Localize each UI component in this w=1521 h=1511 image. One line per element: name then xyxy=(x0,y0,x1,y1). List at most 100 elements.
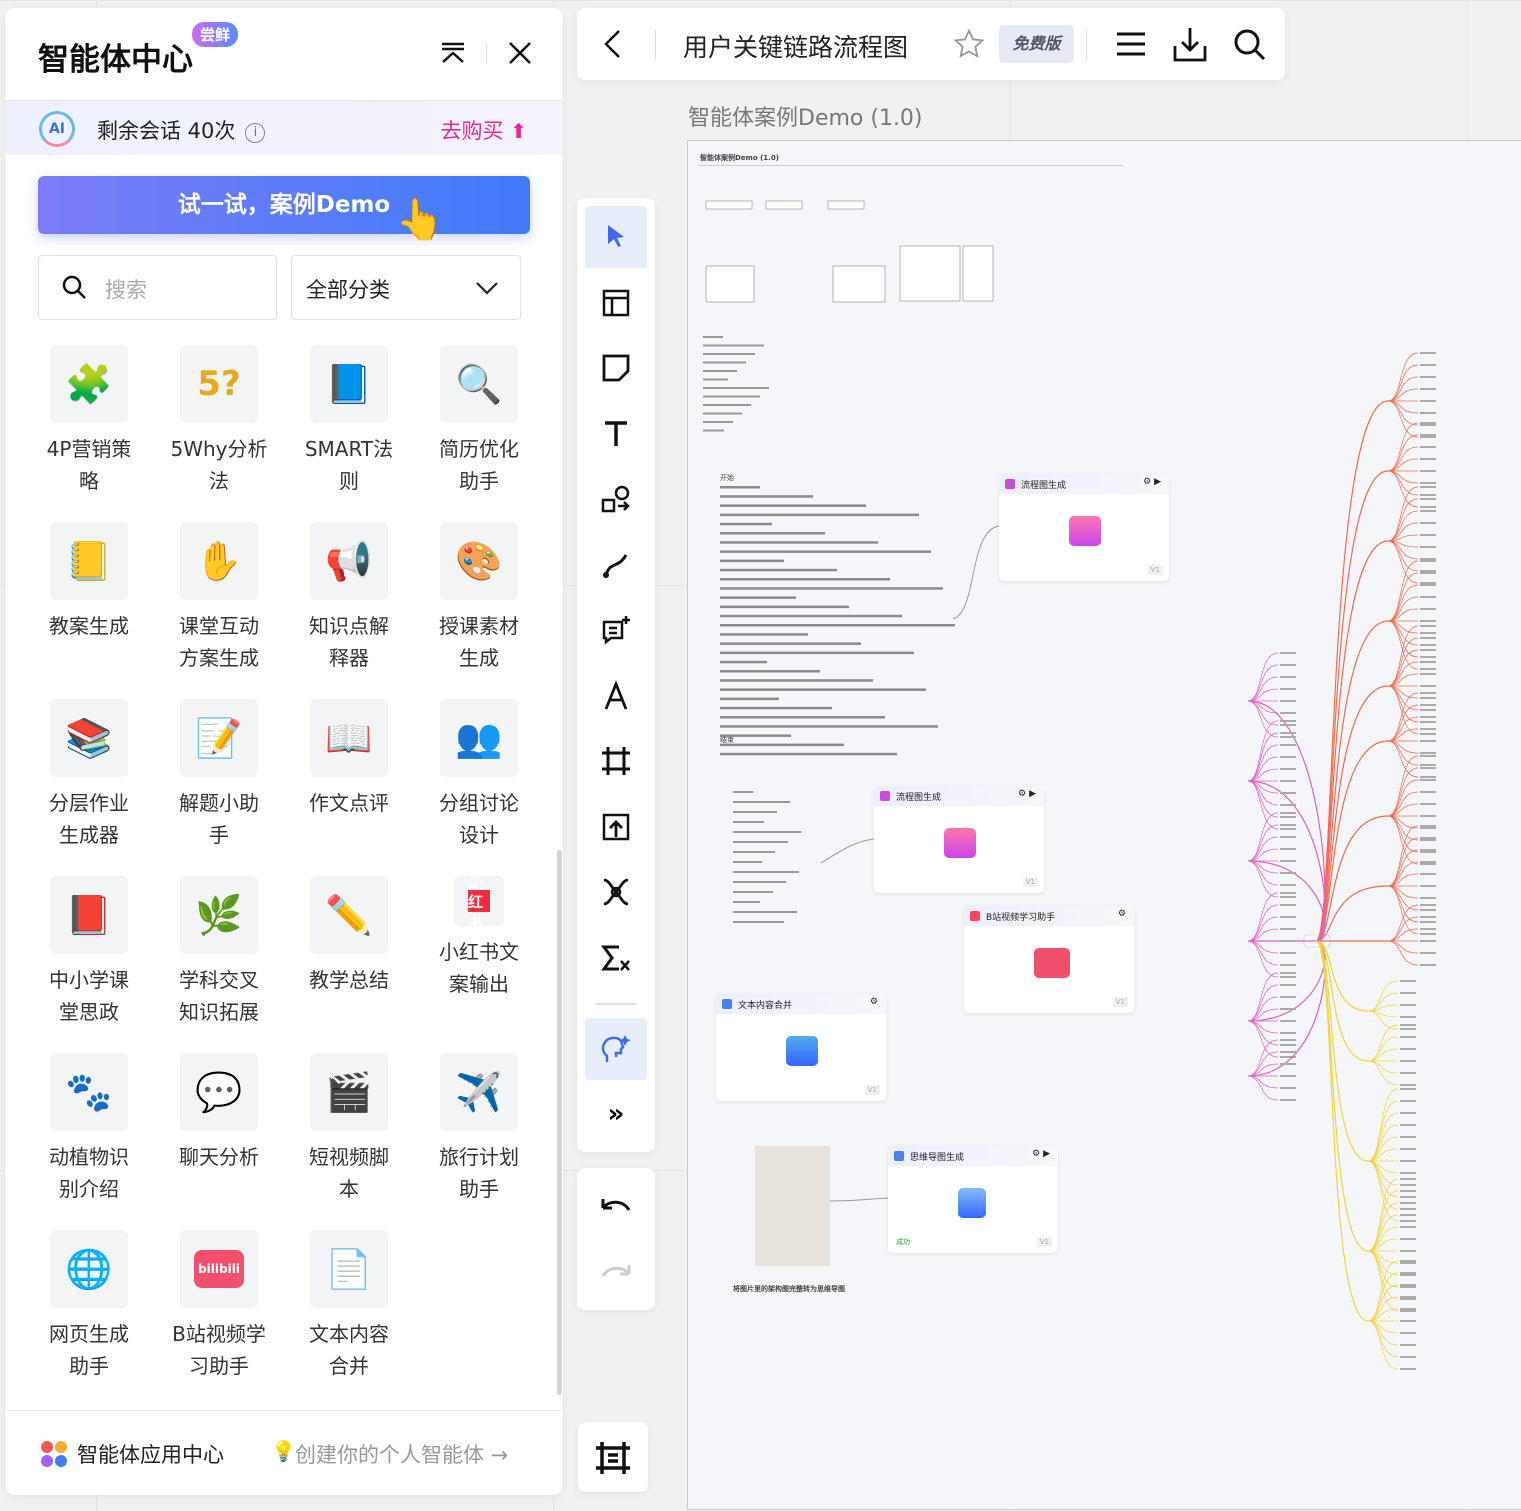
mindmap-branch-leaf xyxy=(1247,940,1279,978)
search-icon[interactable] xyxy=(1233,28,1267,62)
category-select[interactable]: 全部分类 xyxy=(291,255,521,320)
text-line xyxy=(703,387,769,389)
mindmap-branch-leaf xyxy=(1247,664,1279,702)
node-flowchart-1[interactable]: 流程图生成⚙ ▶V1 xyxy=(999,474,1169,581)
agent-item[interactable]: 📕 中小学课 堂思政 xyxy=(24,876,154,1053)
agent-icon: 小红书 xyxy=(454,872,504,932)
leaf-text xyxy=(1420,584,1436,586)
star-icon[interactable] xyxy=(953,28,985,60)
leaf-text xyxy=(1400,1272,1416,1274)
leaf-text xyxy=(1420,498,1436,500)
mindmap-branch-leaf xyxy=(1367,1160,1399,1222)
text-line xyxy=(720,743,844,747)
leaf-text xyxy=(1420,649,1436,651)
formula-tool[interactable] xyxy=(585,927,647,989)
search-input[interactable]: 搜索 xyxy=(38,255,277,320)
agent-item[interactable]: 📝解题小助 手 xyxy=(154,699,284,876)
connector xyxy=(952,525,1000,620)
agent-item[interactable]: ✈️旅行计划 助手 xyxy=(414,1053,544,1230)
mindmap-branch-leaf xyxy=(1387,904,1419,942)
comment-add-tool[interactable] xyxy=(585,599,647,661)
agent-item[interactable]: 📄文本内容 合并 xyxy=(284,1230,414,1407)
undo-icon[interactable] xyxy=(599,1194,633,1222)
agent-item[interactable]: 📢知识点解 释器 xyxy=(284,522,414,699)
redo-icon[interactable] xyxy=(599,1260,633,1288)
node-text-merge[interactable]: 文本内容合并⚙V1 xyxy=(716,994,886,1101)
agent-item[interactable]: 🌿学科交叉 知识拓展 xyxy=(154,876,284,1053)
agent-item[interactable]: 🌐网页生成 助手 xyxy=(24,1230,154,1407)
ai-agent-tool[interactable] xyxy=(585,1018,647,1080)
agent-item[interactable]: 📚分层作业 生成器 xyxy=(24,699,154,876)
text-line xyxy=(720,587,943,590)
agent-item[interactable]: 📘SMART法 则 xyxy=(284,345,414,522)
node-flowchart-2[interactable]: 流程图生成⚙ ▶V1 xyxy=(874,786,1044,893)
text-line xyxy=(703,353,755,355)
select-icon xyxy=(608,225,624,247)
sticky-note-tool[interactable] xyxy=(585,337,647,399)
menu-icon[interactable] xyxy=(1115,28,1147,60)
mindmap-tool[interactable] xyxy=(585,861,647,923)
agent-icon: 📕 xyxy=(50,876,128,954)
pen-tool[interactable] xyxy=(585,665,647,727)
try-demo-button[interactable]: 试一试，案例Demo xyxy=(38,176,530,234)
scrollbar[interactable] xyxy=(557,850,562,1395)
expand-toolbar-button[interactable]: » xyxy=(585,1083,647,1145)
agent-item[interactable]: 🎬短视频脚 本 xyxy=(284,1053,414,1230)
crop-frame-tool[interactable] xyxy=(585,730,647,792)
leaf-text xyxy=(1420,482,1436,484)
agent-item[interactable]: 📒教案生成 xyxy=(24,522,154,699)
agent-item[interactable]: 🔍简历优化 助手 xyxy=(414,345,544,522)
back-icon[interactable] xyxy=(601,28,625,60)
agent-item[interactable]: 小红书小红书文 案输出 xyxy=(414,872,544,1053)
text-line xyxy=(720,495,813,498)
plan-badge[interactable]: 免费版 xyxy=(999,25,1074,63)
canvas-board[interactable]: 智能体案例Demo (1.0) 开始 结束 将图片里的架构图完整转为思维导图 流… xyxy=(687,140,1521,1510)
buy-link[interactable]: 去购买 ⬆ xyxy=(440,119,527,143)
agent-label: 旅行计划 助手 xyxy=(439,1145,519,1201)
document-title[interactable]: 用户关键链路流程图 xyxy=(683,33,909,62)
agent-item[interactable]: 5?5Why分析 法 xyxy=(154,345,284,522)
agent-item[interactable]: 🎨授课素材 生成 xyxy=(414,522,544,699)
upload-tool[interactable] xyxy=(585,796,647,858)
select-tool[interactable] xyxy=(585,206,647,268)
shapes-tool[interactable] xyxy=(585,468,647,530)
layout-tool[interactable] xyxy=(585,272,647,334)
leaf-text xyxy=(1420,644,1436,646)
text-line xyxy=(733,811,777,813)
mindmap-branch xyxy=(1315,740,1389,942)
text-line xyxy=(720,522,772,526)
agent-item[interactable]: ✏️教学总结 xyxy=(284,876,414,1053)
leaf-text xyxy=(1280,848,1296,850)
leaf-text xyxy=(1420,952,1436,954)
leaf-text xyxy=(1400,1208,1416,1210)
leaf-text xyxy=(1420,558,1436,560)
mindmap-branch-leaf xyxy=(1247,904,1279,942)
category-value: 全部分类 xyxy=(306,278,390,302)
app-center-link[interactable]: 智能体应用中心 xyxy=(77,1443,224,1467)
node-bilibili[interactable]: B站视频学习助手⚙V1 xyxy=(964,906,1134,1013)
text-tool[interactable] xyxy=(585,403,647,465)
agent-label: 课堂互动 方案生成 xyxy=(179,614,259,670)
leaf-text xyxy=(1420,632,1436,634)
agent-item[interactable]: 💬聊天分析 xyxy=(154,1053,284,1230)
agent-item[interactable]: ✋课堂互动 方案生成 xyxy=(154,522,284,699)
agent-item[interactable]: 🧩4P营销策 略 xyxy=(24,345,154,522)
agent-item[interactable]: 🐾动植物识 别介绍 xyxy=(24,1053,154,1230)
frame-button[interactable] xyxy=(578,1422,648,1492)
agent-label: 中小学课 堂思政 xyxy=(49,968,129,1024)
close-icon[interactable] xyxy=(505,38,535,68)
leaf-text xyxy=(1400,1084,1416,1086)
text-line xyxy=(720,486,760,489)
create-agent-link[interactable]: 创建你的个人智能体 → xyxy=(295,1443,509,1467)
agent-item[interactable]: 📖作文点评 xyxy=(284,699,414,876)
info-icon[interactable]: i xyxy=(245,123,266,143)
connector-tool[interactable] xyxy=(585,534,647,596)
leaf-text xyxy=(1400,1356,1416,1358)
download-icon[interactable] xyxy=(1173,26,1207,62)
collapse-icon[interactable] xyxy=(438,38,468,68)
leaf-text xyxy=(1420,625,1436,627)
leaf-text xyxy=(1420,446,1436,448)
agent-item[interactable]: 👥分组讨论 设计 xyxy=(414,699,544,876)
